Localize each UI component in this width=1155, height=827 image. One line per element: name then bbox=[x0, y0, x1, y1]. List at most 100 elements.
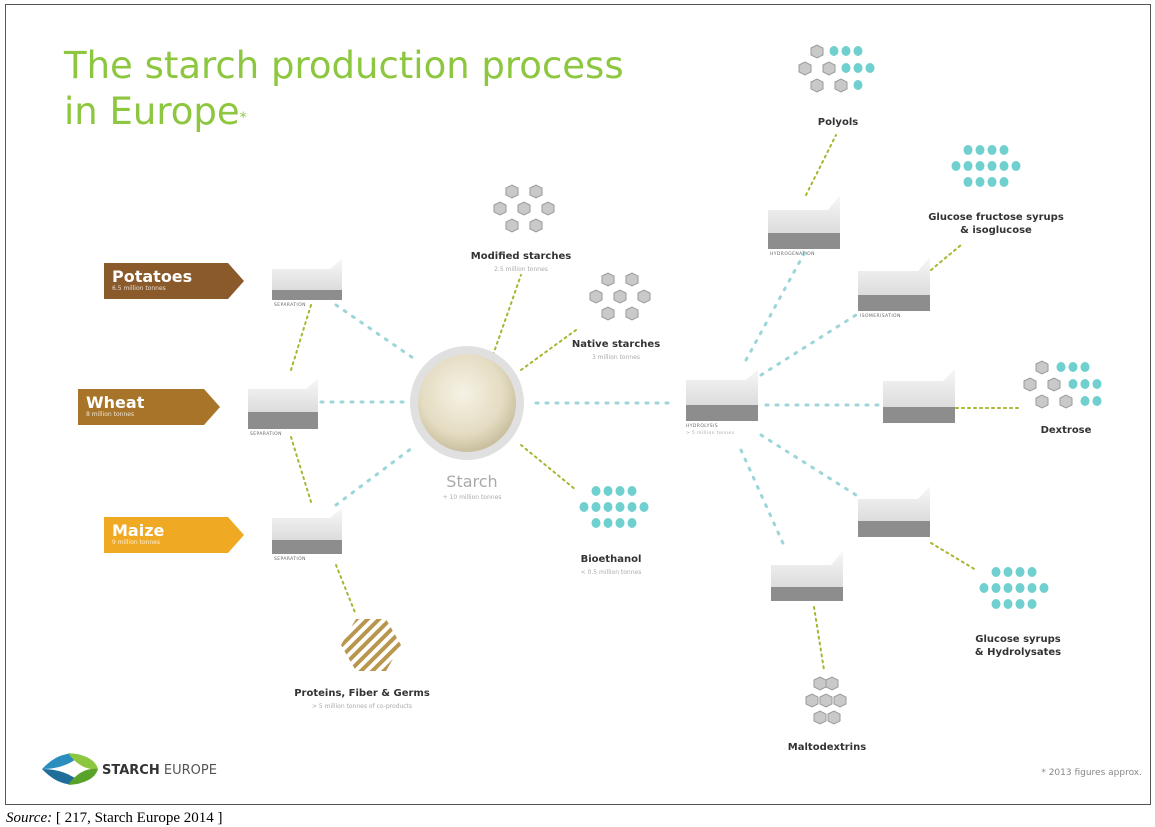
starch-label: Starch bbox=[446, 472, 498, 491]
proteins-amount: > 5 million tonnes of co-products bbox=[311, 703, 413, 710]
native-starches-amount: 3 million tonnes bbox=[591, 354, 641, 361]
glucose-fructose-label-1: Glucose fructose syrups bbox=[928, 212, 1064, 223]
native-starch-cube-icon bbox=[601, 306, 615, 321]
polyols-cube-icon bbox=[834, 78, 848, 93]
glucose-syrups-drop-icon bbox=[991, 583, 1001, 593]
native-starch-cube-icon bbox=[601, 272, 615, 287]
modified-starches-amount: 2.5 million tonnes bbox=[494, 266, 548, 273]
native-starch-cube-icon bbox=[625, 306, 639, 321]
glucose-syrups-drop-icon bbox=[1003, 599, 1013, 609]
dextrose-drop-icon bbox=[1080, 379, 1090, 389]
glucose-syrups-drop-icon bbox=[1039, 583, 1049, 593]
glucose-fructose-drop-icon bbox=[987, 161, 997, 171]
connector-potato-wheat bbox=[290, 304, 312, 371]
glucose-syrups-drop-icon bbox=[1027, 583, 1037, 593]
glucose-process-box bbox=[858, 486, 930, 537]
bioethanol-drop-icon bbox=[603, 502, 613, 512]
native-starch-cube-icon bbox=[637, 289, 651, 304]
glucose-syrups-drop-icon bbox=[1003, 567, 1013, 577]
connector-maize-starch bbox=[334, 443, 418, 507]
polyols-drop-icon bbox=[841, 63, 851, 73]
connector-starch-modified bbox=[492, 274, 522, 356]
native-starches-label: Native starches bbox=[571, 339, 661, 350]
glucose-fructose-drop-icon bbox=[987, 145, 997, 155]
maltodextrin-cube-icon bbox=[833, 693, 847, 708]
maize-label: Maize 9 million tonnes bbox=[112, 522, 164, 546]
connector-wheat-maize bbox=[290, 436, 312, 503]
native-starch-cube-icon bbox=[613, 289, 627, 304]
connector-hydrolysis-hydrogenation bbox=[744, 248, 808, 362]
maize-name: Maize bbox=[112, 521, 165, 540]
connector-maize-proteins bbox=[335, 564, 357, 616]
glucose-fructose-drop-icon bbox=[1011, 161, 1021, 171]
dextrose-cube-icon bbox=[1059, 394, 1073, 409]
page-title: The starch production process in Europe* bbox=[64, 43, 624, 135]
source-caption: Source: [ 217, Starch Europe 2014 ] bbox=[6, 810, 222, 827]
bioethanol-drop-icon bbox=[603, 518, 613, 528]
bioethanol-label: Bioethanol bbox=[580, 554, 642, 565]
bioethanol-drop-icon bbox=[591, 486, 601, 496]
connector-hydrolysis-isomerisation bbox=[759, 313, 858, 377]
connector-to-glucose-syrups bbox=[930, 542, 977, 571]
dextrose-drop-icon bbox=[1068, 362, 1078, 372]
potatoes-arrow bbox=[104, 263, 244, 299]
maize-amount: 9 million tonnes bbox=[112, 539, 161, 546]
process-diagram bbox=[42, 44, 1102, 785]
teal-connectors bbox=[319, 248, 883, 552]
potatoes-name: Potatoes bbox=[112, 267, 193, 286]
modified-starch-cube-icon bbox=[529, 184, 543, 199]
polyols-drop-icon bbox=[865, 63, 875, 73]
polyols-drop-icon bbox=[853, 80, 863, 90]
dextrose-drop-icon bbox=[1080, 396, 1090, 406]
polyols-cube-icon bbox=[822, 61, 836, 76]
polyols-cube-icon bbox=[810, 44, 824, 59]
separation-box-wheat bbox=[248, 379, 318, 429]
polyols-drop-icon bbox=[841, 46, 851, 56]
wheat-name: Wheat bbox=[86, 393, 145, 412]
modified-starch-cube-icon bbox=[517, 201, 531, 216]
glucose-fructose-drop-icon bbox=[975, 161, 985, 171]
polyols-cube-icon bbox=[798, 61, 812, 76]
glucose-fructose-drop-icon bbox=[999, 177, 1009, 187]
hydrogenation-box bbox=[768, 195, 840, 249]
glucose-syrups-drop-icon bbox=[1015, 583, 1025, 593]
potatoes-amount: 6.5 million tonnes bbox=[112, 285, 166, 292]
title-footnote-mark: * bbox=[239, 110, 247, 126]
glucose-fructose-drop-icon bbox=[999, 145, 1009, 155]
bioethanol-amount: < 0.5 million tonnes bbox=[580, 569, 642, 576]
native-starch-cube-icon bbox=[625, 272, 639, 287]
hydrolysis-label: HYDROLYSIS bbox=[686, 424, 718, 429]
dextrose-cube-icon bbox=[1047, 377, 1061, 392]
glucose-syrups-drop-icon bbox=[991, 567, 1001, 577]
starch-ball bbox=[418, 354, 516, 452]
connector-hydrogenation-polyols bbox=[805, 134, 837, 196]
source-prefix: Source: bbox=[6, 810, 53, 826]
maltodextrins-label: Maltodextrins bbox=[787, 742, 867, 753]
modified-starch-cube-icon bbox=[493, 201, 507, 216]
logo-text: STARCH EUROPE bbox=[102, 763, 217, 778]
connector-starch-bioethanol bbox=[520, 444, 577, 491]
dextrose-process-box bbox=[883, 369, 955, 423]
glucose-fructose-drop-icon bbox=[963, 177, 973, 187]
logo-bold: STARCH bbox=[102, 763, 160, 778]
maltodextrin-cube-icon bbox=[819, 693, 833, 708]
wheat-amount: 8 million tonnes bbox=[86, 411, 135, 418]
bioethanol-drop-icon bbox=[615, 518, 625, 528]
connector-to-maltodextrins bbox=[813, 606, 825, 671]
polyols-drop-icon bbox=[829, 46, 839, 56]
modified-starches-label: Modified starches bbox=[470, 251, 572, 262]
connector-hydrolysis-glucose bbox=[759, 433, 858, 497]
bioethanol-drop-icon bbox=[591, 502, 601, 512]
connector-isomerisation-glucose-fructose bbox=[930, 244, 962, 271]
connector-potatoes-starch bbox=[334, 303, 418, 362]
bioethanol-drop-icon bbox=[615, 502, 625, 512]
source-text: [ 217, Starch Europe 2014 ] bbox=[52, 810, 223, 826]
starch-europe-logo-icon bbox=[42, 753, 98, 785]
dextrose-label: Dextrose bbox=[1040, 425, 1092, 436]
isomerisation-label: ISOMERISATION bbox=[860, 314, 901, 319]
separation-label-potatoes: SEPARATION bbox=[274, 303, 306, 308]
hydrolysis-amount: > 5 million tonnes bbox=[686, 431, 735, 436]
bioethanol-drop-icon bbox=[627, 518, 637, 528]
infographic-frame: The starch production process in Europe*… bbox=[5, 4, 1151, 805]
glucose-fructose-drop-icon bbox=[975, 145, 985, 155]
